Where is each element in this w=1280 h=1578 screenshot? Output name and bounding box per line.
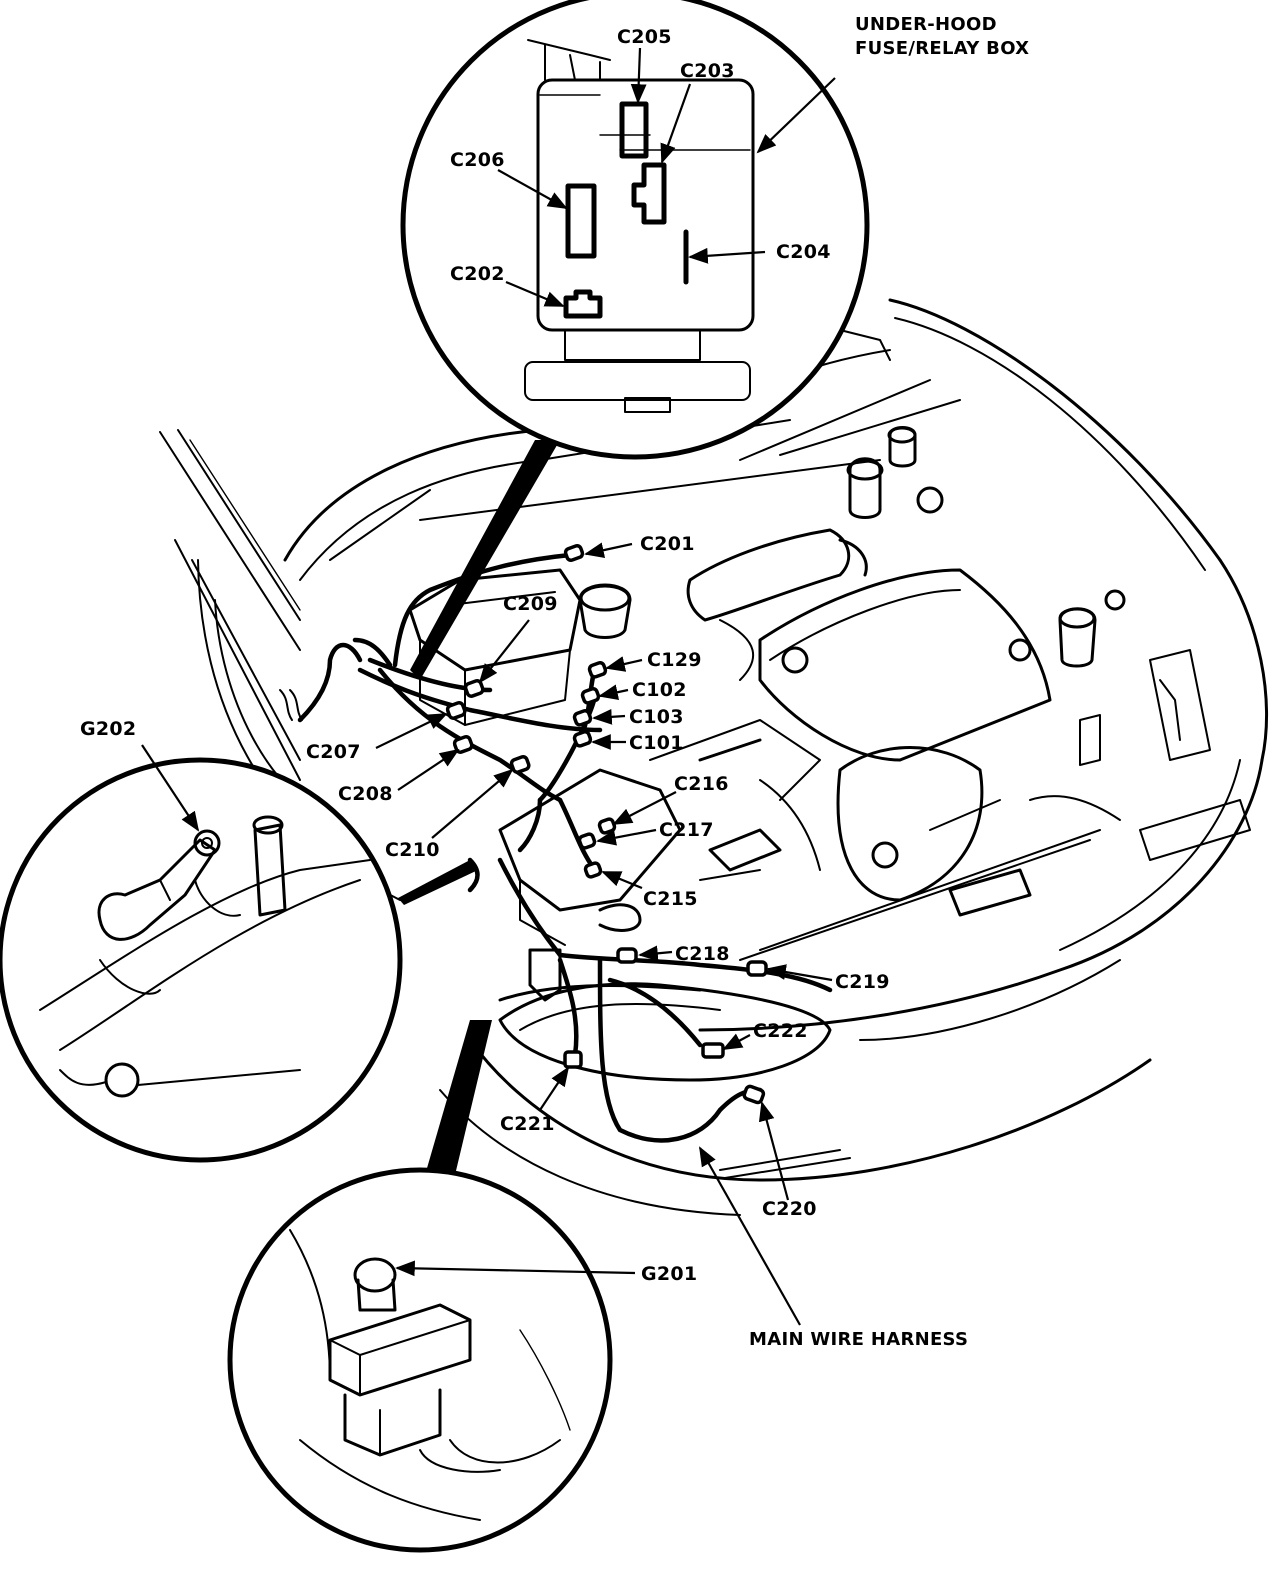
label-fuse-box-line2: FUSE/RELAY BOX — [855, 38, 1029, 59]
car-engine-bay-drawing — [159, 298, 1268, 1216]
connector-c219 — [746, 960, 768, 977]
label-c215: C215 — [643, 888, 698, 910]
fuse-box-c202 — [563, 289, 603, 319]
label-c204: C204 — [776, 241, 831, 263]
g202-detail-circle — [0, 757, 403, 1163]
label-c221: C221 — [500, 1113, 555, 1135]
label-c207: C207 — [306, 741, 361, 763]
label-c129: C129 — [647, 649, 702, 671]
label-c201: C201 — [640, 533, 695, 555]
label-c216: C216 — [674, 773, 729, 795]
label-g201: G201 — [641, 1263, 697, 1285]
label-c209: C209 — [503, 593, 558, 615]
connector-c218 — [616, 947, 638, 964]
connector-c215 — [583, 861, 603, 879]
connector-c209 — [463, 679, 485, 698]
connector-c201 — [563, 544, 585, 562]
connector-c210 — [509, 755, 531, 774]
fuse-box-c203 — [631, 162, 667, 225]
label-c206: C206 — [450, 149, 505, 171]
bay-connectors — [445, 544, 768, 1105]
connector-c102 — [580, 687, 601, 705]
connector-c101 — [572, 730, 593, 748]
connector-c221 — [563, 1050, 583, 1069]
fuse-box-c206 — [565, 183, 597, 259]
g201-detail-circle — [227, 1167, 613, 1553]
label-c103: C103 — [629, 706, 684, 728]
connector-c208 — [452, 735, 474, 754]
label-c220: C220 — [762, 1198, 817, 1220]
label-c222: C222 — [753, 1020, 808, 1042]
connector-c222 — [701, 1042, 725, 1059]
label-c102: C102 — [632, 679, 687, 701]
label-c202: C202 — [450, 263, 505, 285]
connector-c217 — [577, 832, 597, 850]
label-fuse-box-line1: UNDER-HOOD — [855, 14, 997, 35]
label-c217: C217 — [659, 819, 714, 841]
connector-c216 — [597, 817, 617, 835]
label-c205: C205 — [617, 26, 672, 48]
fuse-box-detail-circle — [400, 0, 870, 460]
label-g202: G202 — [80, 718, 136, 740]
connector-c129 — [587, 661, 608, 679]
connector-c103 — [572, 709, 593, 727]
label-c210: C210 — [385, 839, 440, 861]
connector-c207 — [445, 701, 467, 720]
label-c208: C208 — [338, 783, 393, 805]
callout-labels: UNDER-HOOD FUSE/RELAY BOX C205 C203 C206… — [80, 14, 1029, 1350]
leader-lines — [141, 47, 836, 1326]
label-c101: C101 — [629, 732, 684, 754]
main-wire-harness-drawing — [279, 440, 833, 1175]
label-c218: C218 — [675, 943, 730, 965]
connector-c220 — [742, 1084, 766, 1105]
label-c203: C203 — [680, 60, 735, 82]
label-c219: C219 — [835, 971, 890, 993]
label-main-wire-harness: MAIN WIRE HARNESS — [749, 1329, 968, 1350]
fuse-box-c205 — [619, 101, 649, 159]
